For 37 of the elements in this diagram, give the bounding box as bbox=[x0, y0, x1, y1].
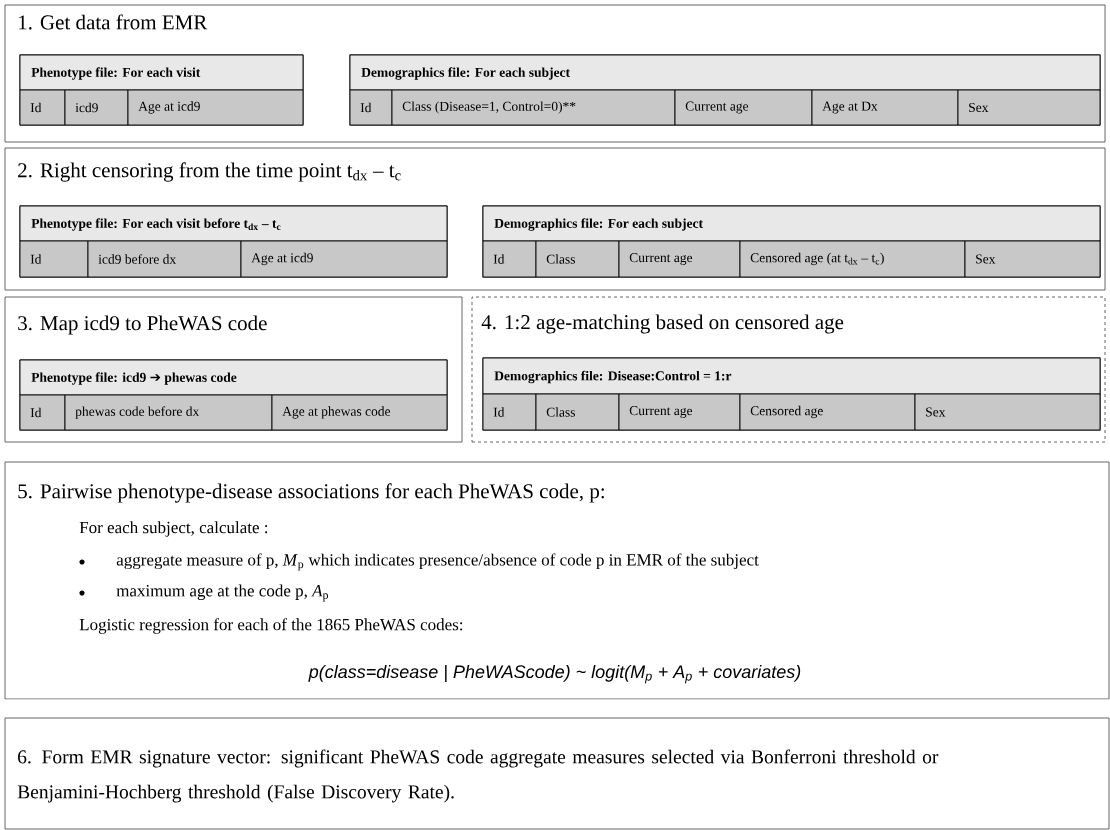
table-cell: Class bbox=[535, 240, 620, 278]
table-cell: Id bbox=[19, 89, 66, 126]
table-cell: Age at Dx bbox=[811, 89, 959, 126]
formula: p(class=disease | PheWAScode) ~ logit(M$_{p}$ + A$_{p}$ + covariates) bbox=[308, 664, 801, 684]
table-header: Phenotype file: icd9 ➔ phewas code bbox=[19, 359, 448, 396]
table-cell: Id bbox=[482, 240, 537, 278]
table-cell: Current age bbox=[618, 240, 741, 278]
step-heading: 4. 1:2 age-matching based on censored age bbox=[481, 314, 844, 334]
table-header: Demographics file: For each subject bbox=[482, 205, 1101, 242]
body-text: For each subject, calculate : bbox=[79, 521, 268, 537]
step-heading: 2. Right censoring from the time point t$_{dx}$ – t$_{c}$ bbox=[18, 162, 401, 182]
step-heading: 3. Map icd9 to PheWAS code bbox=[18, 315, 267, 335]
table-cell: Id bbox=[19, 240, 89, 278]
table-cell: Id bbox=[349, 89, 393, 126]
table-cell: Class bbox=[535, 393, 620, 431]
table-cell: Censored age bbox=[739, 393, 916, 431]
table-cell: Sex bbox=[914, 393, 1101, 431]
table-cell: icd9 bbox=[64, 89, 129, 126]
table-cell: Sex bbox=[964, 240, 1101, 278]
bullet-item: aggregate measure of p, M$_{p}$ which indicates presence/absence of code p in EMR of the subject bbox=[79, 553, 759, 571]
table-cell: Censored age (at t$_{dx}$ – t$_{c}$) bbox=[739, 240, 966, 278]
step-heading: 5. Pairwise phenotype-disease associations for each PheWAS code, p: bbox=[18, 483, 604, 503]
bullet-item: maximum age at the code p, A$_{p}$ bbox=[79, 584, 329, 602]
table-cell: Age at phewas code bbox=[271, 394, 448, 431]
table-header: Phenotype file: For each visit before t$_{dx}$ – t$_{c}$ bbox=[19, 205, 448, 242]
table-cell: Age at icd9 bbox=[240, 240, 448, 278]
table-cell: Sex bbox=[957, 89, 1101, 126]
step-heading: 1. Get data from EMR bbox=[19, 14, 208, 30]
table-cell: Id bbox=[482, 393, 537, 431]
table-header: Demographics file: Disease:Control = 1:r bbox=[482, 357, 1101, 395]
table-cell: Id bbox=[19, 394, 66, 431]
table-header: Demographics file: For each subject bbox=[349, 54, 1101, 91]
table-cell: Current age bbox=[618, 393, 741, 431]
table-header: Phenotype file: For each visit bbox=[19, 54, 304, 91]
table-cell: Current age bbox=[674, 89, 813, 126]
body-text: Logistic regression for each of the 1865 PheWAS codes: bbox=[79, 618, 463, 634]
body-text: 6. Form EMR signature vector: significant PheWAS code aggregate measures selected via Bonferroni threshold or Benjamini-Hochberg threshold (False Discovery Rate). bbox=[17, 749, 939, 803]
